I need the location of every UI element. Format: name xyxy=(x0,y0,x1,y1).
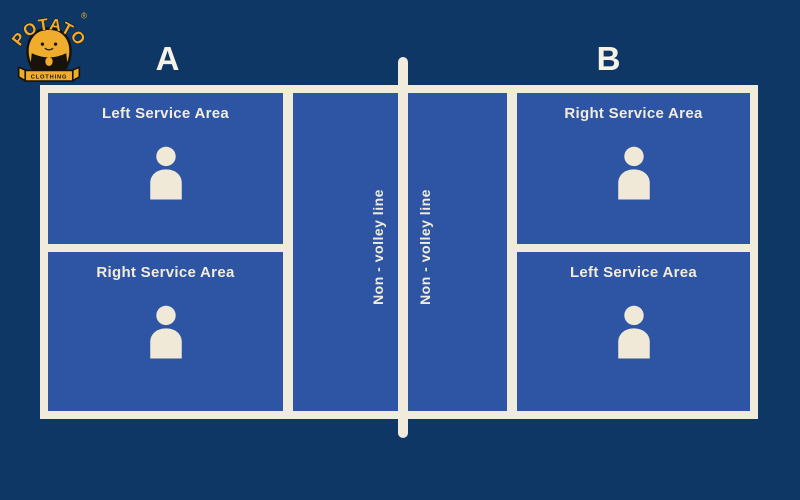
side-b-non-volley-line xyxy=(507,93,517,411)
service-area-label: Right Service Area xyxy=(96,264,235,281)
potato-eye-left xyxy=(40,42,45,46)
logo-subtext: CLOTHING xyxy=(31,75,68,81)
side-b-label: B xyxy=(596,40,622,77)
side-a-centerline xyxy=(48,244,283,252)
service-area-b-left: Left Service Area xyxy=(517,252,750,411)
player-icon xyxy=(149,146,182,200)
shirt-graphic xyxy=(45,56,53,66)
non-volley-label-text: Non - volley line xyxy=(370,189,387,305)
service-area-a-right: Right Service Area xyxy=(48,252,283,411)
side-a-label: A xyxy=(155,40,181,77)
potato-clothing-logo: POTATO ® CLOTHING xyxy=(8,5,90,85)
non-volley-label-b: Non - volley line xyxy=(410,117,440,377)
potato-eye-right xyxy=(53,42,58,46)
banner-ribbon xyxy=(24,69,74,82)
service-area-label: Left Service Area xyxy=(569,264,698,281)
service-area-label: Left Service Area xyxy=(101,105,230,122)
player-icon xyxy=(617,146,650,200)
non-volley-label-text: Non - volley line xyxy=(417,189,434,305)
service-area-b-right: Right Service Area xyxy=(517,93,750,244)
potato-smile xyxy=(44,47,54,51)
court-surface: Left Service Area Right Service Area Rig… xyxy=(48,93,750,411)
side-b-centerline xyxy=(517,244,750,252)
service-area-label: Right Service Area xyxy=(564,105,703,122)
registered-mark: ® xyxy=(81,12,87,21)
non-volley-label-a: Non - volley line xyxy=(363,117,393,377)
player-icon xyxy=(149,305,182,359)
side-a-non-volley-line xyxy=(283,93,293,411)
service-area-a-left: Left Service Area xyxy=(48,93,283,244)
net-line xyxy=(398,57,408,438)
potato-logo-graphic: POTATO ® CLOTHING xyxy=(8,12,89,82)
player-icon xyxy=(617,305,650,359)
